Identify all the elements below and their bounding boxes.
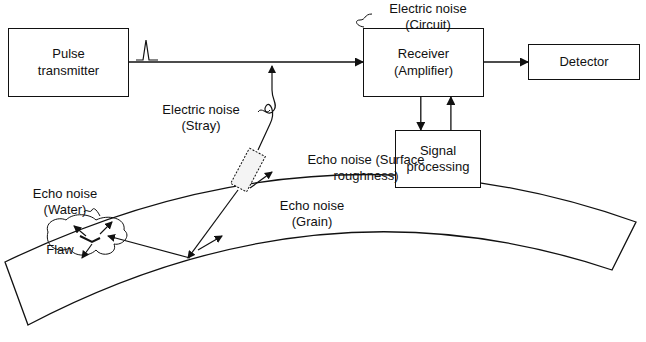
annotation-label: Echo noise (Grain) bbox=[262, 198, 362, 229]
pulse-icon bbox=[136, 40, 158, 60]
cable-arrow bbox=[271, 66, 272, 90]
test-piece bbox=[5, 174, 636, 325]
annotation-label: Electric noise (Stray) bbox=[146, 102, 256, 133]
connector bbox=[129, 61, 363, 62]
echo-arrow bbox=[250, 172, 272, 188]
beam bbox=[188, 190, 238, 258]
box-label: Receiver (Amplifier) bbox=[378, 46, 469, 79]
connector bbox=[484, 61, 528, 62]
process-box: Detector bbox=[528, 44, 640, 80]
cable bbox=[258, 90, 275, 150]
process-box: Receiver (Amplifier) bbox=[363, 28, 484, 97]
connector bbox=[420, 97, 421, 130]
box-label: Pulse transmitter bbox=[29, 46, 108, 79]
annotation-label: Flaw bbox=[40, 242, 80, 258]
echo-arrow bbox=[100, 222, 112, 234]
annotation-label: Echo noise (Surface roughness) bbox=[286, 152, 446, 183]
annotation-label: Electric noise (Circuit) bbox=[368, 1, 488, 32]
leader-line bbox=[357, 14, 372, 27]
echo-arrow bbox=[82, 244, 92, 258]
echo-arrow bbox=[198, 236, 222, 250]
flaw bbox=[80, 236, 100, 242]
connector bbox=[450, 97, 451, 130]
leader-line bbox=[258, 110, 270, 112]
beam bbox=[108, 236, 190, 258]
echo-arrow bbox=[74, 226, 86, 236]
box-label: Detector bbox=[559, 54, 608, 70]
annotation-label: Echo noise (Water) bbox=[20, 186, 110, 217]
transducer bbox=[231, 148, 266, 192]
process-box: Pulse transmitter bbox=[8, 28, 129, 97]
